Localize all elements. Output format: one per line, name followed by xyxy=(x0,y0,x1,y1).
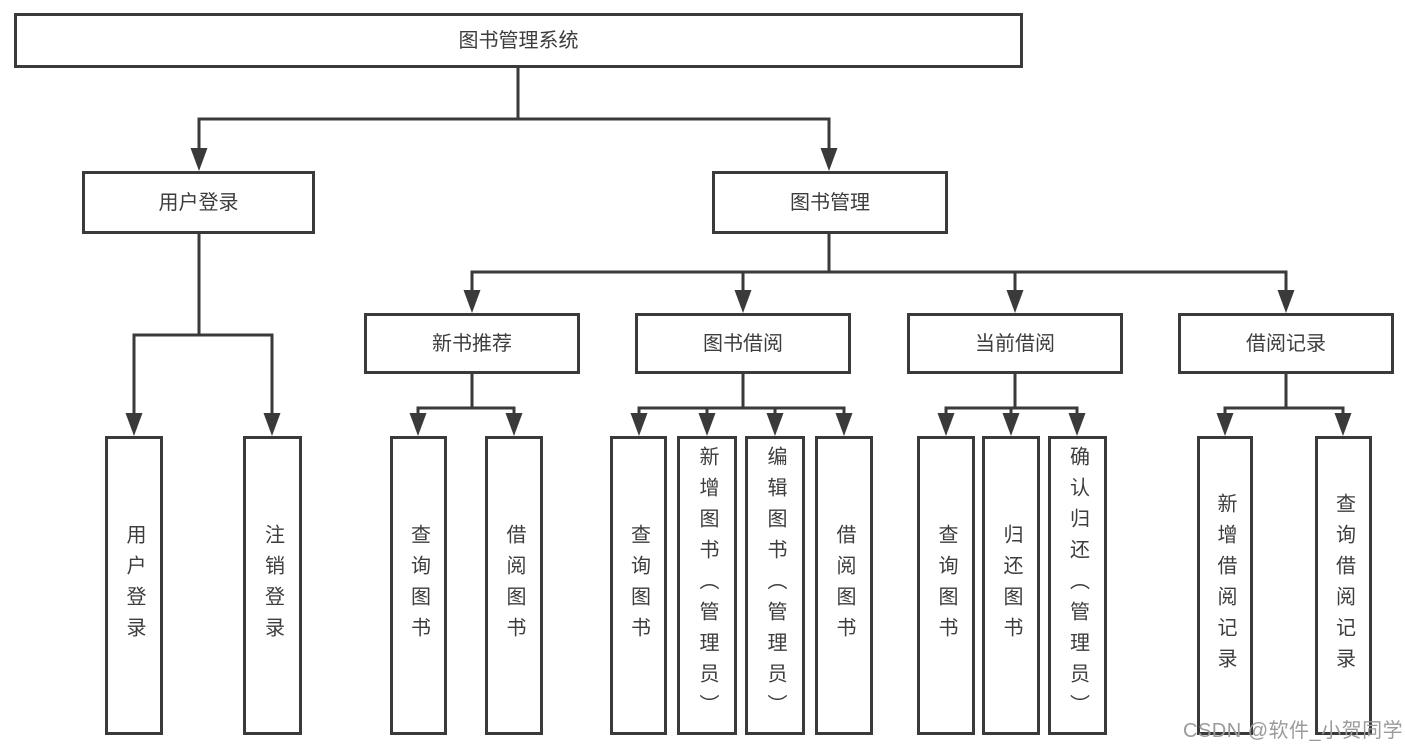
node-add-books-admin: 新增图书（管理员） xyxy=(677,436,737,735)
node-query-books-recommend: 查询图书 xyxy=(390,436,447,735)
node-label: 注销登录 xyxy=(261,523,284,648)
node-label: 借阅图书 xyxy=(833,523,855,648)
node-label: 图书管理 xyxy=(790,191,870,214)
node-query-books-borrowing: 查询图书 xyxy=(610,436,667,735)
node-borrow-books-recommend: 借阅图书 xyxy=(485,436,543,735)
node-label: 借阅图书 xyxy=(503,523,525,648)
arrowhead-down-icon xyxy=(1068,413,1086,436)
node-logout: 注销登录 xyxy=(243,436,302,735)
node-query-borrowing-record: 查询借阅记录 xyxy=(1315,436,1372,735)
arrowhead-down-icon xyxy=(734,290,752,313)
node-add-borrowing-record: 新增借阅记录 xyxy=(1197,436,1253,735)
node-new-book-recommendation: 新书推荐 xyxy=(364,313,580,374)
node-book-management: 图书管理 xyxy=(712,171,948,234)
node-label: 归还图书 xyxy=(1000,523,1022,648)
node-query-books-current: 查询图书 xyxy=(917,436,975,735)
arrowhead-down-icon xyxy=(1277,290,1295,313)
node-label: 编辑图书（管理员） xyxy=(764,446,786,725)
node-label: 图书借阅 xyxy=(703,332,783,355)
arrowhead-down-icon xyxy=(1006,290,1024,313)
node-confirm-return-admin: 确认归还（管理员） xyxy=(1048,436,1107,735)
arrowhead-down-icon xyxy=(263,413,281,436)
arrowhead-down-icon xyxy=(937,413,955,436)
node-label: 查询图书 xyxy=(935,523,957,648)
node-label: 借阅记录 xyxy=(1246,332,1326,355)
arrowhead-down-icon xyxy=(835,413,853,436)
node-current-borrowing: 当前借阅 xyxy=(907,313,1123,374)
node-label: 查询借阅记录 xyxy=(1332,492,1355,679)
node-label: 图书管理系统 xyxy=(458,29,579,52)
arrowhead-down-icon xyxy=(698,413,716,436)
node-return-books: 归还图书 xyxy=(982,436,1040,735)
node-label: 查询图书 xyxy=(407,523,430,648)
node-book-borrowing: 图书借阅 xyxy=(635,313,851,374)
node-label: 新增图书（管理员） xyxy=(696,446,718,725)
arrowhead-down-icon xyxy=(820,148,838,171)
node-label: 新书推荐 xyxy=(432,332,512,355)
node-borrowing-records: 借阅记录 xyxy=(1178,313,1394,374)
node-label: 新增借阅记录 xyxy=(1214,492,1236,679)
arrowhead-down-icon xyxy=(1216,413,1234,436)
node-edit-books-admin: 编辑图书（管理员） xyxy=(745,436,805,735)
node-label: 用户登录 xyxy=(158,191,239,214)
arrowhead-down-icon xyxy=(125,413,143,436)
arrowhead-down-icon xyxy=(190,148,208,171)
csdn-watermark: CSDN @软件_小贺同学 xyxy=(1183,720,1404,742)
arrowhead-down-icon xyxy=(463,290,481,313)
node-user-login: 用户登录 xyxy=(105,436,163,735)
arrowhead-down-icon xyxy=(1334,413,1352,436)
node-library-management-system: 图书管理系统 xyxy=(14,13,1023,68)
arrowhead-down-icon xyxy=(766,413,784,436)
node-user-login-branch: 用户登录 xyxy=(82,171,315,234)
node-label: 确认归还（管理员） xyxy=(1066,446,1089,725)
node-label: 当前借阅 xyxy=(975,332,1055,355)
arrowhead-down-icon xyxy=(1002,413,1020,436)
arrowhead-down-icon xyxy=(505,413,523,436)
node-label: 用户登录 xyxy=(123,523,145,648)
arrowhead-down-icon xyxy=(630,413,648,436)
node-borrow-books: 借阅图书 xyxy=(815,436,873,735)
node-label: 查询图书 xyxy=(627,523,650,648)
arrowhead-down-icon xyxy=(409,413,427,436)
